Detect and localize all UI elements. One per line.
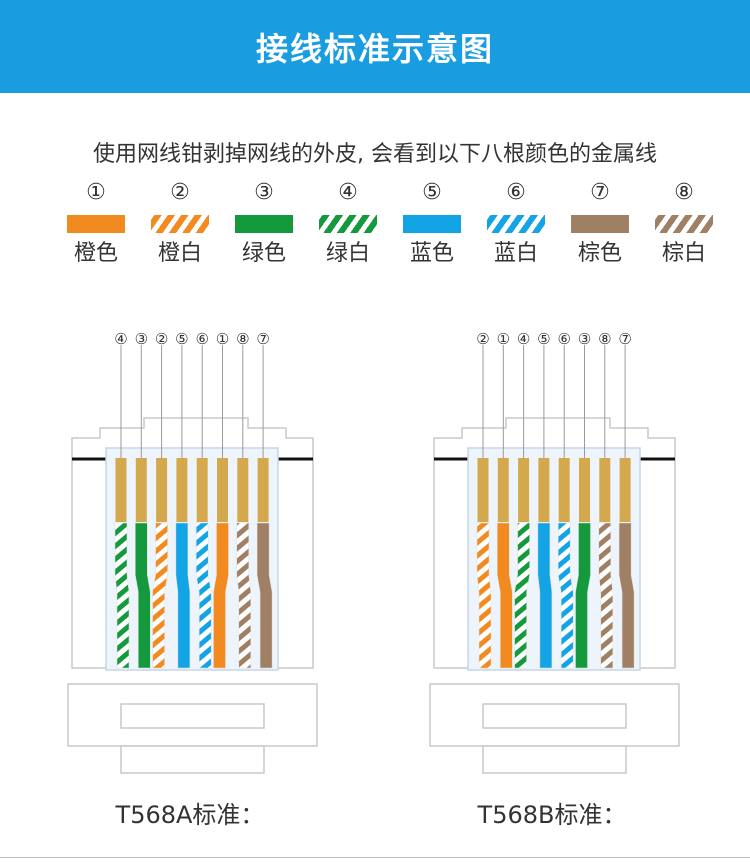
wire-pin: ⑦ bbox=[256, 330, 273, 669]
pin-order-label: ④ bbox=[114, 330, 127, 348]
page-title: 接线标准示意图 bbox=[255, 29, 494, 68]
legend-number: ③ bbox=[254, 180, 274, 205]
pin-order-label: ⑤ bbox=[175, 330, 188, 348]
legend-swatch bbox=[571, 215, 629, 233]
pin-order-label: ③ bbox=[578, 330, 591, 348]
pin-order-label: ⑤ bbox=[537, 330, 550, 348]
pin-order-label: ① bbox=[216, 330, 229, 348]
wire-pin: ⑧ bbox=[598, 330, 614, 669]
legend-label: 棕色 bbox=[577, 241, 622, 266]
legend-item: ⑥ 蓝白 bbox=[474, 178, 558, 269]
legend-number: ⑤ bbox=[422, 180, 442, 205]
legend-item: ③ 绿色 bbox=[222, 178, 306, 269]
legend-item: ② 橙白 bbox=[138, 178, 222, 269]
legend-swatch bbox=[67, 215, 125, 233]
caption-t568b: T568B标准： bbox=[477, 801, 627, 829]
wire-color-legend: ① 橙色 ② 橙白 ③ 绿色 ④ 绿白 ⑤ 蓝色 ⑥ 蓝白 ⑦ 棕色 ⑧ 棕白 bbox=[54, 178, 726, 278]
legend-number: ② bbox=[170, 180, 190, 205]
pin-order-label: ⑧ bbox=[236, 330, 249, 348]
wire-pin: ④ bbox=[514, 330, 530, 669]
legend-item: ⑤ 蓝色 bbox=[390, 178, 474, 269]
wire-pin: ③ bbox=[135, 330, 151, 669]
pin-order-label: ⑦ bbox=[256, 330, 269, 348]
wire-pin: ④ bbox=[114, 330, 130, 669]
wire-pin: ⑥ bbox=[195, 330, 212, 669]
legend-label: 蓝白 bbox=[493, 241, 538, 266]
legend-swatch bbox=[319, 215, 377, 233]
pin-order-label: ② bbox=[155, 330, 168, 348]
wire-pin: ⑤ bbox=[175, 330, 191, 669]
connector-body bbox=[67, 417, 318, 774]
pin-order-label: ④ bbox=[517, 330, 530, 348]
bottom-divider bbox=[0, 857, 750, 858]
wire-pin: ① bbox=[213, 330, 229, 669]
legend-swatch bbox=[487, 215, 545, 233]
legend-number: ④ bbox=[338, 180, 358, 205]
pin-order-label: ⑥ bbox=[557, 330, 570, 348]
legend-number: ⑥ bbox=[506, 180, 526, 205]
legend-label: 蓝色 bbox=[409, 241, 454, 266]
legend-label: 橙色 bbox=[73, 241, 118, 266]
pin-order-label: ① bbox=[497, 330, 510, 348]
legend-number: ⑧ bbox=[674, 180, 694, 205]
pin-order-label: ⑦ bbox=[618, 330, 631, 348]
wire-pin: ① bbox=[497, 330, 513, 669]
legend-label: 橙白 bbox=[157, 241, 202, 266]
wire-pin: ⑧ bbox=[236, 330, 252, 669]
caption-t568a: T568A标准： bbox=[115, 801, 265, 829]
legend-item: ④ 绿白 bbox=[306, 178, 390, 269]
header-bar: 接线标准示意图 bbox=[0, 0, 750, 93]
legend-label: 绿白 bbox=[325, 241, 370, 266]
legend-label: 棕白 bbox=[661, 241, 706, 266]
pin-order-label: ② bbox=[476, 330, 489, 348]
wire-pin: ⑦ bbox=[618, 330, 635, 669]
wire-pin: ② bbox=[476, 330, 492, 669]
pin-order-label: ⑧ bbox=[598, 330, 611, 348]
connector-body bbox=[429, 417, 680, 774]
wire-pin: ③ bbox=[575, 330, 591, 669]
pin-order-label: ⑥ bbox=[195, 330, 208, 348]
legend-item: ⑧ 棕白 bbox=[642, 178, 726, 269]
legend-number: ⑦ bbox=[590, 180, 610, 205]
wire-pin: ⑤ bbox=[537, 330, 553, 669]
wire-pin: ⑥ bbox=[557, 330, 574, 669]
legend-swatch bbox=[655, 215, 713, 233]
legend-label: 绿色 bbox=[241, 241, 286, 266]
pin-order-label: ③ bbox=[135, 330, 148, 348]
legend-swatch bbox=[151, 215, 209, 233]
legend-swatch bbox=[235, 215, 293, 233]
intro-text: 使用网线钳剥掉网线的外皮, 会看到以下八根颜色的金属线 bbox=[93, 142, 657, 167]
legend-item: ① 橙色 bbox=[54, 178, 138, 269]
wire-pin: ② bbox=[152, 330, 168, 669]
legend-number: ① bbox=[86, 180, 106, 205]
legend-swatch bbox=[403, 215, 461, 233]
legend-item: ⑦ 棕色 bbox=[558, 178, 642, 269]
